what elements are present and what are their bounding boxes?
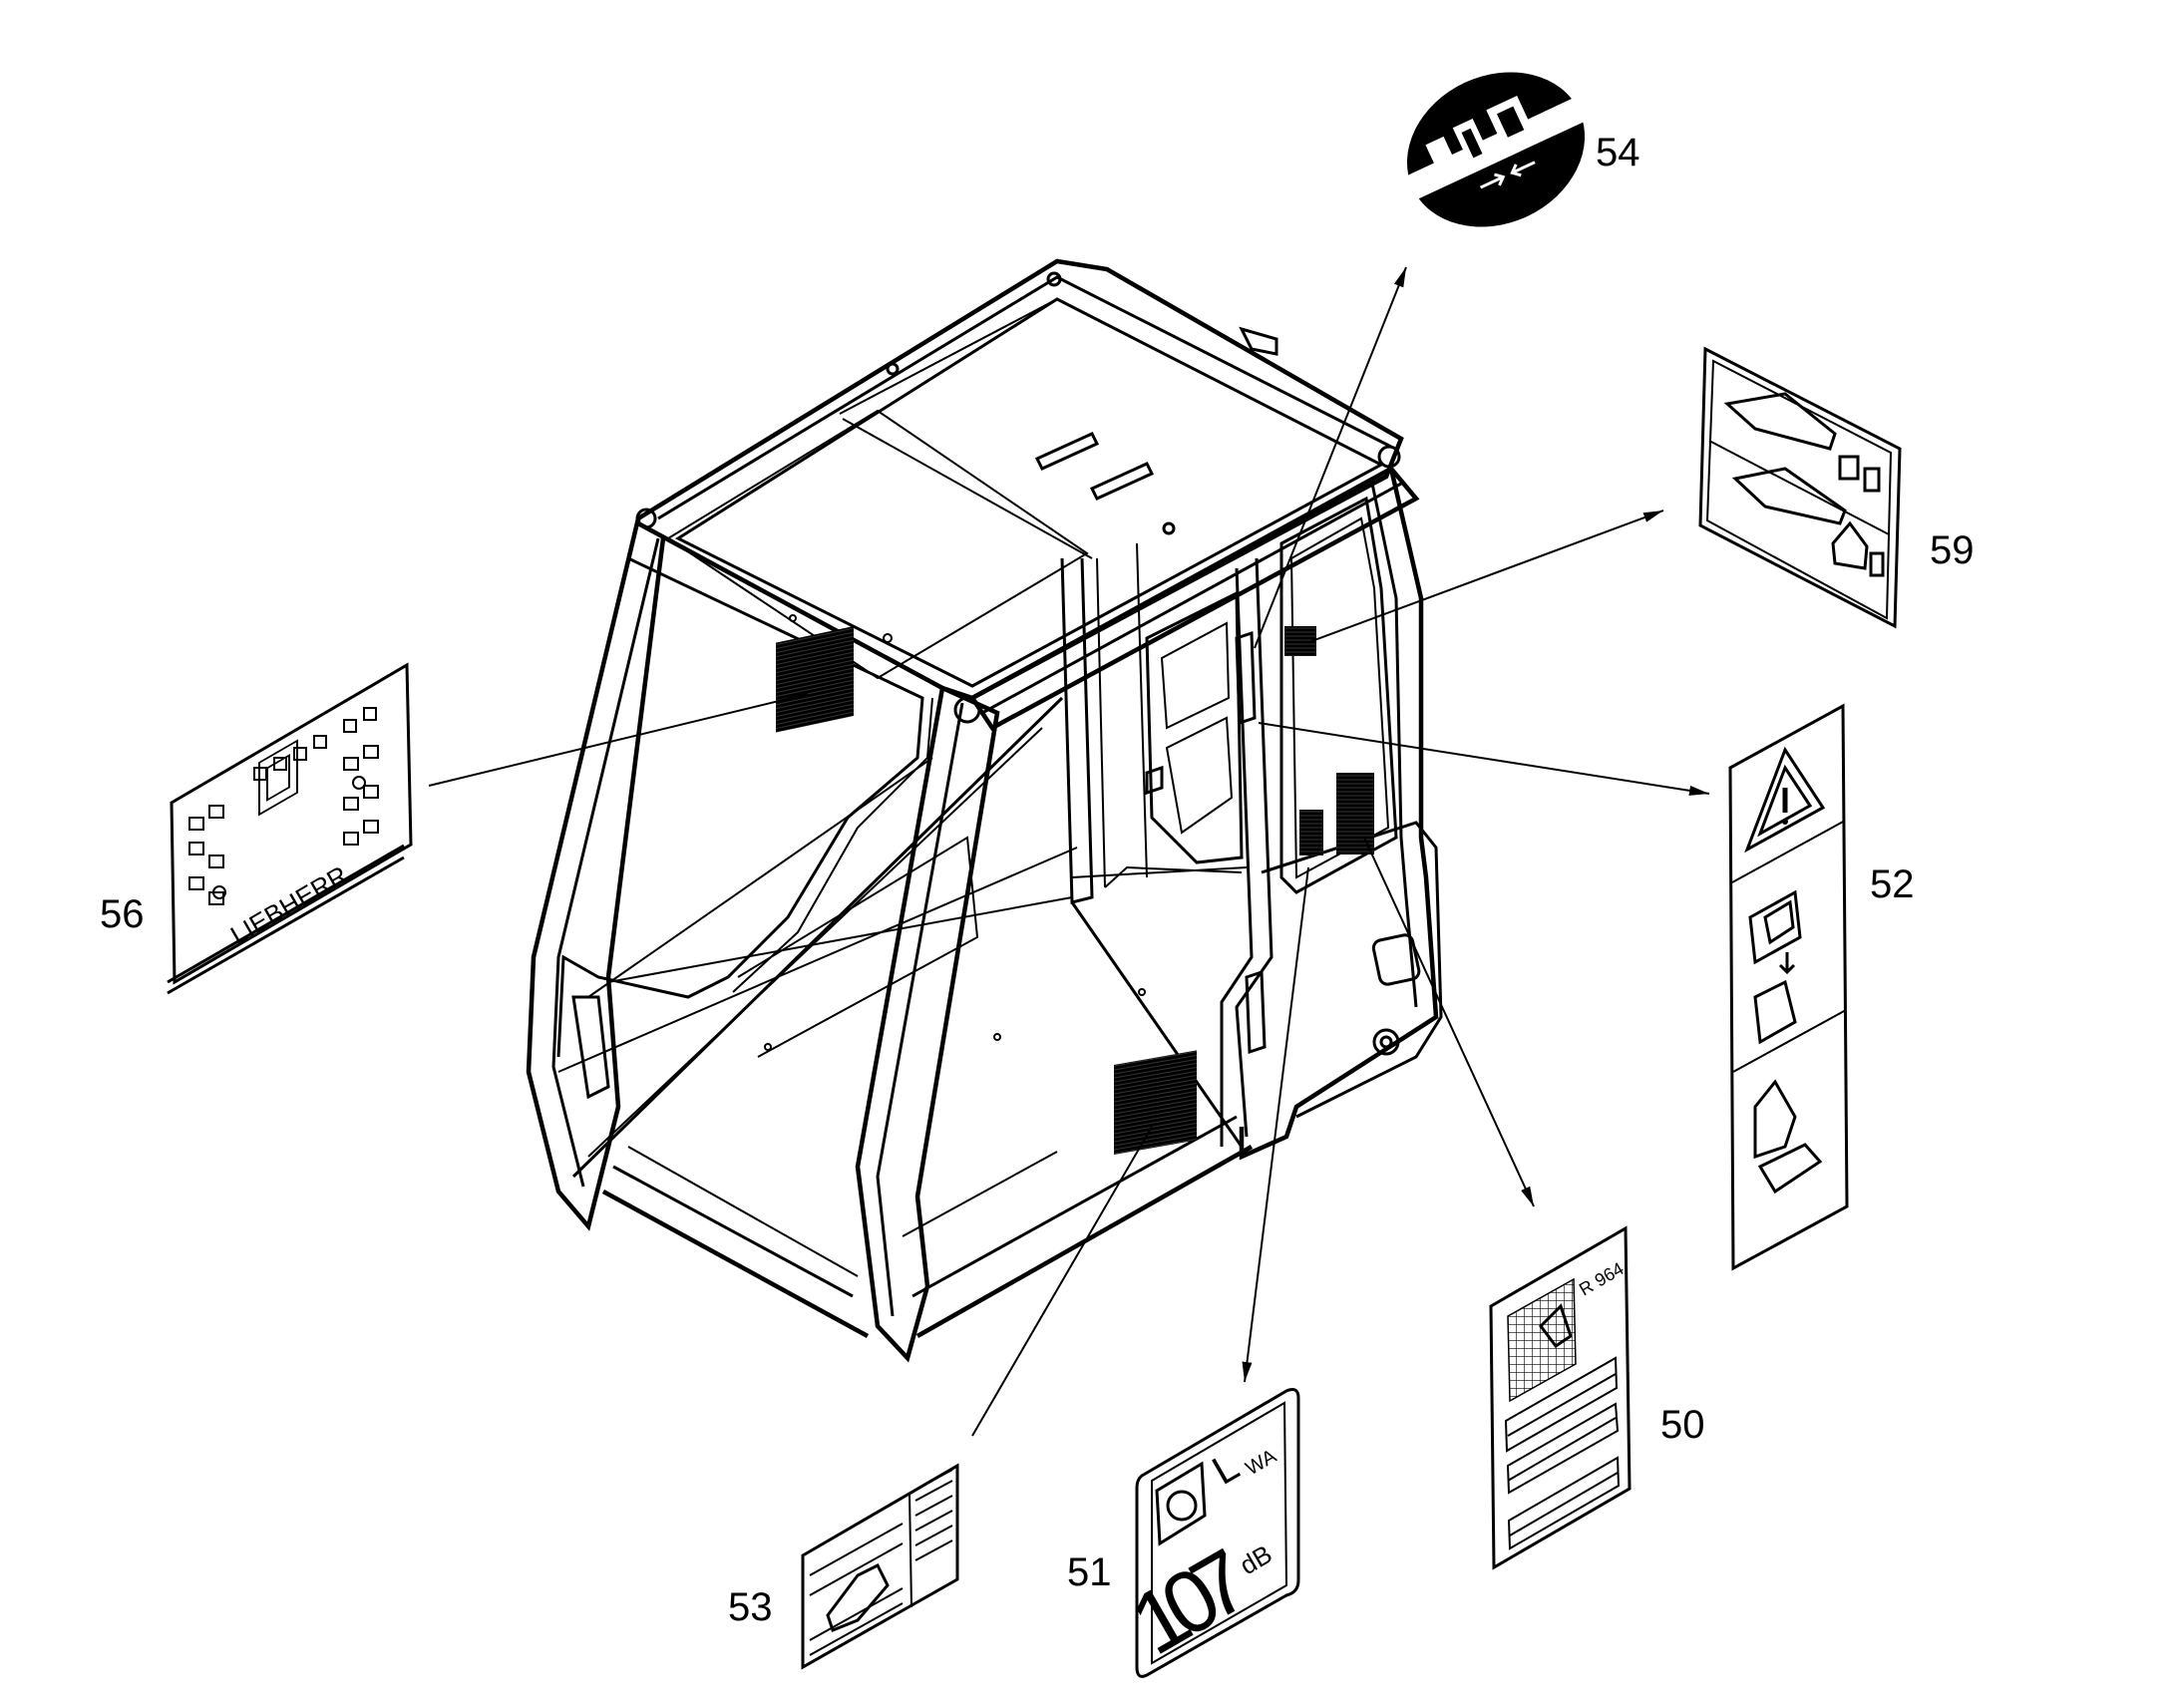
callout-53: 53 bbox=[728, 1585, 773, 1629]
decal-placements bbox=[776, 626, 1374, 1156]
decal-52-warning bbox=[1728, 703, 1849, 1271]
callout-51: 51 bbox=[1067, 1550, 1112, 1594]
decal-56-control-layout: LIEBHERR bbox=[167, 662, 413, 995]
callout-50: 50 bbox=[1660, 1403, 1705, 1447]
decal-50-load-chart: R 964 bbox=[1489, 1225, 1632, 1570]
warning-triangle-icon bbox=[1744, 746, 1826, 854]
callout-56: 56 bbox=[100, 892, 145, 936]
decal-54-door-lock bbox=[1403, 72, 1588, 227]
callout-54: 54 bbox=[1596, 131, 1640, 174]
callout-52: 52 bbox=[1870, 862, 1915, 906]
operator-cab bbox=[526, 258, 1443, 1363]
noise-ear-icon bbox=[1155, 1461, 1207, 1546]
leader-lines bbox=[428, 266, 1710, 1437]
callout-59: 59 bbox=[1930, 528, 1975, 572]
decal-51-noise-level: L WA 107 dB bbox=[1115, 1388, 1300, 1678]
decal-53-operating-instructions bbox=[801, 1463, 959, 1670]
decal-59-machine-transport bbox=[1698, 346, 1902, 629]
